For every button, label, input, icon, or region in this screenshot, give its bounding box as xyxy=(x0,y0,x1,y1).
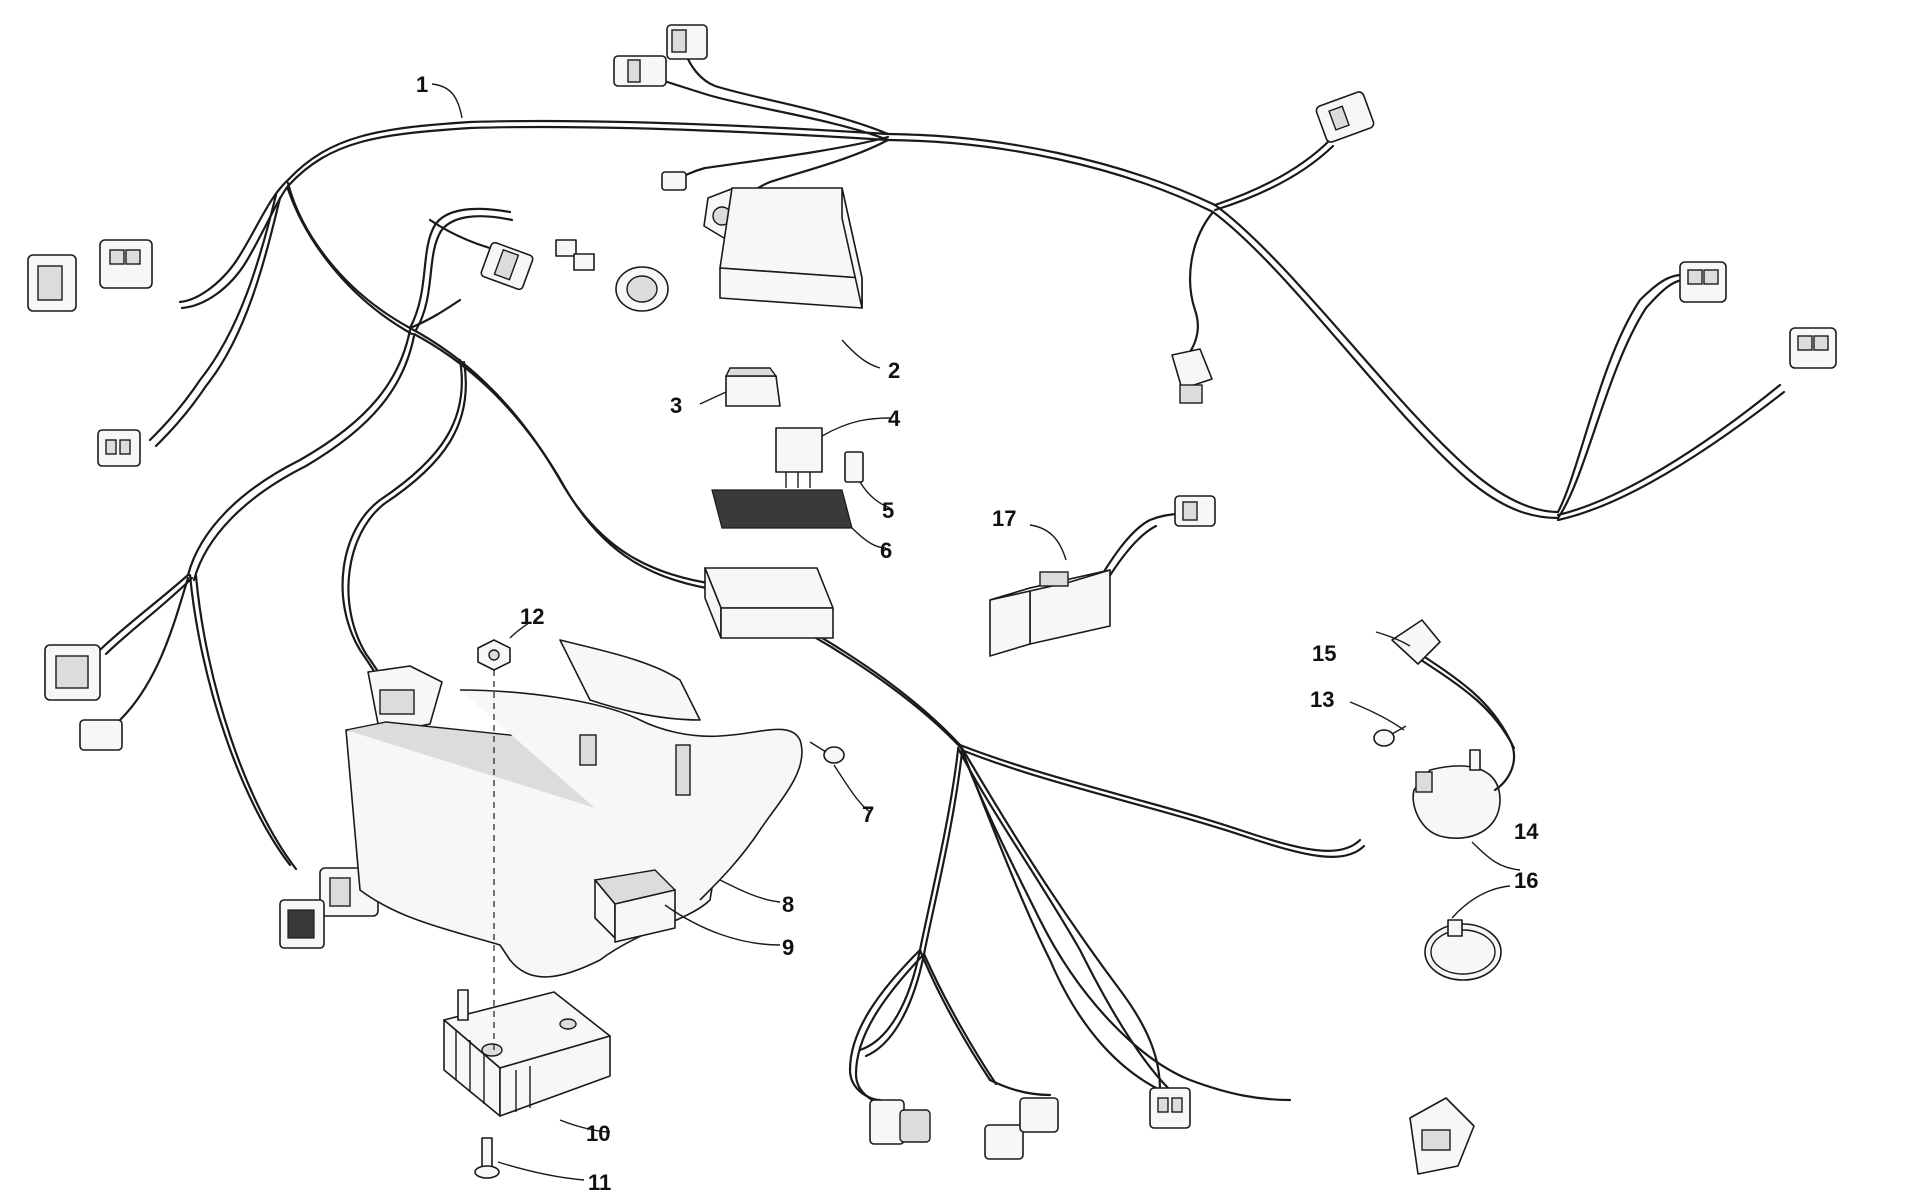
relay xyxy=(775,417,891,488)
hose-clamp xyxy=(1424,885,1511,981)
connector-right-2 xyxy=(1171,348,1213,404)
connectors xyxy=(27,24,1837,1175)
connector-right-3 xyxy=(1679,261,1727,303)
voltage-regulator xyxy=(443,989,611,1133)
bolt-11 xyxy=(474,1137,585,1181)
mini-fuse xyxy=(844,451,891,509)
connector-right-1 xyxy=(1315,91,1375,143)
callout-5: 5 xyxy=(882,498,894,523)
nut-12 xyxy=(477,621,531,1050)
callout-12: 12 xyxy=(520,604,544,629)
callout-9: 9 xyxy=(782,935,794,960)
mount-block-9 xyxy=(593,869,781,946)
spark-plug-cap xyxy=(1375,619,1516,792)
callout-8: 8 xyxy=(782,892,794,917)
callout-11: 11 xyxy=(588,1170,611,1195)
callout-13: 13 xyxy=(1310,687,1334,712)
connector-center-1 xyxy=(480,241,534,291)
callout-4: 4 xyxy=(888,406,901,431)
fuse-box-cover xyxy=(719,187,881,369)
callout-10: 10 xyxy=(586,1121,610,1146)
fuse-panel-board xyxy=(711,489,887,549)
connector-top-2 xyxy=(613,55,667,87)
callout-6: 6 xyxy=(880,538,892,563)
connector-bottom-4 xyxy=(1409,1097,1475,1175)
callout-14: 14 xyxy=(1514,819,1539,844)
callout-16: 16 xyxy=(1514,868,1538,893)
flasher-relay xyxy=(989,495,1216,657)
connector-bottom-3 xyxy=(1149,1087,1191,1129)
connector-bottom-2 xyxy=(984,1097,1059,1160)
connector-top-3 xyxy=(661,171,687,191)
screw-13 xyxy=(1349,701,1407,747)
connector-left-1 xyxy=(27,254,77,312)
fuse-block xyxy=(704,567,834,639)
connector-left-5 xyxy=(79,719,123,751)
main-harness xyxy=(98,50,1786,1106)
connector-right-4 xyxy=(1789,327,1837,369)
ignition-coil xyxy=(1412,749,1521,871)
connector-left-4 xyxy=(44,644,101,701)
screw-7 xyxy=(809,741,871,813)
switch-knob xyxy=(615,266,669,312)
callout-2: 2 xyxy=(888,358,900,383)
callout-15: 15 xyxy=(1312,641,1336,666)
callout-7: 7 xyxy=(862,802,874,827)
connector-left-2 xyxy=(99,239,153,289)
terminal-lugs xyxy=(555,239,595,271)
connector-ecu-plug xyxy=(367,665,443,735)
callout-17: 17 xyxy=(992,506,1016,531)
connector-left-3 xyxy=(97,429,141,467)
callout-1: 1 xyxy=(416,72,428,97)
relay-cap xyxy=(699,367,781,407)
callout-3: 3 xyxy=(670,393,682,418)
connector-left-7 xyxy=(279,899,325,949)
connector-bottom-1 xyxy=(869,1099,931,1145)
leader-1 xyxy=(431,83,463,119)
connector-top-1 xyxy=(666,24,708,60)
callout-labels: 1 2 3 4 5 6 7 8 9 10 11 12 13 14 15 16 1… xyxy=(416,72,1539,1195)
